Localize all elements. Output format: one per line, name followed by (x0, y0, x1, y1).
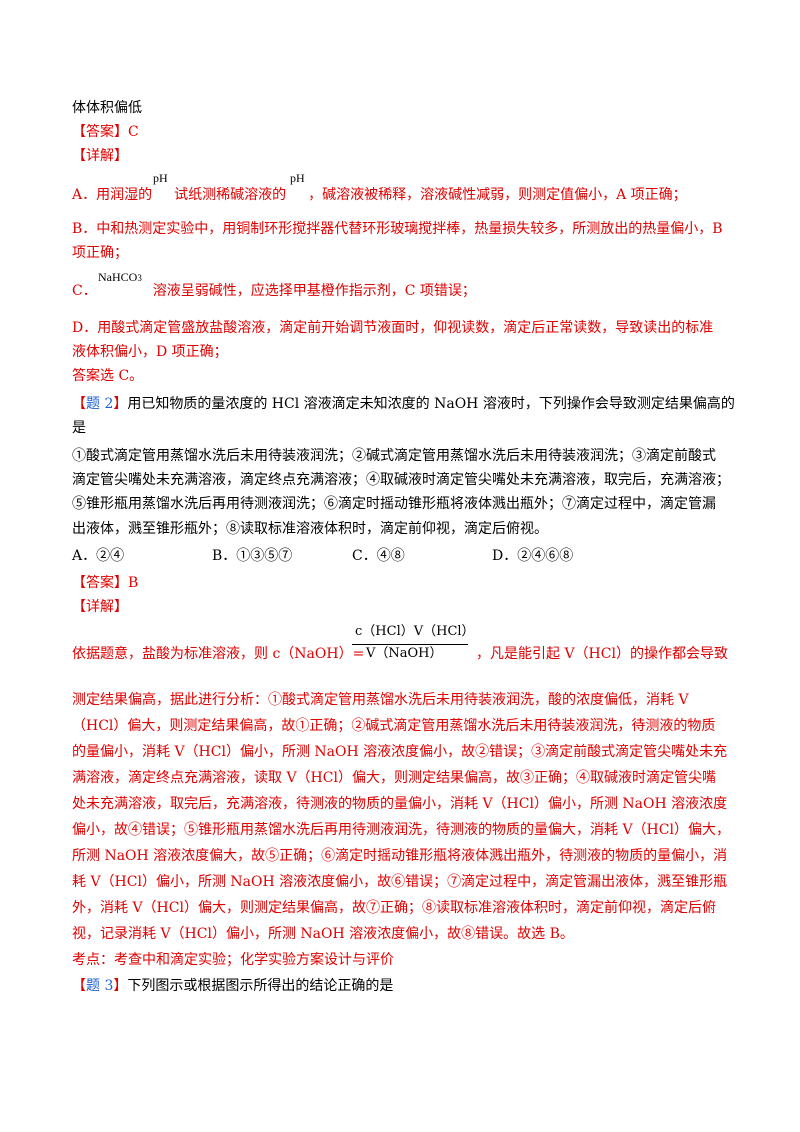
answer-value: B (128, 575, 139, 591)
explain-b-line: 项正确； (72, 245, 128, 261)
explain-line: 处未充满溶液，取完后，充满溶液，待测液的物质的量偏小，消耗 V（HCl）偏小，所… (72, 796, 728, 812)
answer-tag: 【答案】 (72, 575, 128, 591)
explain-line: 所测 NaOH 溶液浓度偏大，故⑤正确；⑥滴定时摇动锥形瓶将液体溅出瓶外，待测液… (72, 848, 728, 864)
statement-line: 出液体，溅至锥形瓶外；⑧读取标准溶液体积时，滴定前仰视，滴定后俯视。 (72, 521, 548, 537)
explain-d-line: D．用酸式滴定管盛放盐酸溶液，滴定前开始调节液面时，仰视读数，滴定后正常读数，导… (72, 320, 714, 336)
question-2-stem: 【题 2】用已知物质的量浓度的 HCl 溶液滴定未知浓度的 NaOH 溶液时，下… (72, 396, 735, 412)
explain-a-line: A．用润湿的 试纸测稀碱溶液的 ，碱溶液被稀释，溶液碱性减弱，则测定值偏小，A 项正… (72, 185, 732, 205)
answer-tag: 【答案】 (72, 124, 128, 140)
detail-tag: 【详解】 (72, 599, 128, 615)
explain-line: 偏小，故④错误；⑤锥形瓶用蒸馏水洗后再用待测液润洗，待测液的物质的量偏大，消耗 … (72, 822, 730, 838)
explain-a-mid: 试纸测稀碱溶液的 (174, 187, 287, 203)
statement-line: ⑤锥形瓶用蒸馏水洗后再用待测液润洗；⑥滴定时摇动锥形瓶将液体溅出瓶外；⑦滴定过程… (72, 496, 716, 512)
explain-c-pre: C． (72, 283, 97, 299)
text-line: 体体积偏低 (72, 100, 142, 116)
ph-label: pH (290, 171, 305, 185)
question-2-stem: 是 (72, 420, 86, 436)
explain-b-line: B．中和热测定实验中，用铜制环形搅拌器代替环形玻璃搅拌棒，热量损失较多，所测放出… (72, 221, 723, 237)
explain-c-line: C． 溶液呈弱碱性，应选择甲基橙作指示剂，C 项错误； (72, 281, 732, 301)
question-number: 题 2 (86, 396, 114, 412)
explain-c-post: 溶液呈弱碱性，应选择甲基橙作指示剂，C 项错误； (152, 283, 476, 299)
explain-line: （HCl）偏大，则测定结果偏高，故①正确；②碱式滴定管用蒸馏水洗后未用待装液润洗… (72, 718, 716, 734)
explain-line: 外，消耗 V（HCl）偏大，则测定结果偏高，故⑦正确；⑧读取标准溶液体积时，滴定… (72, 900, 716, 916)
statement-line: ①酸式滴定管用蒸馏水洗后未用待装液润洗；②碱式滴定管用蒸馏水洗后未用待装液润洗；… (72, 448, 716, 464)
kaodian-line: 考点：考查中和滴定实验；化学实验方案设计与评价 (72, 952, 394, 968)
option-c: C．④⑧ (352, 548, 405, 564)
answer-selection: 答案选 C。 (72, 368, 144, 384)
explain-line: 测定结果偏高，据此进行分析：①酸式滴定管用蒸馏水洗后未用待装液润洗，酸的浓度偏低… (72, 692, 689, 708)
detail-tag: 【详解】 (72, 148, 128, 164)
explain-line: 耗 V（HCl）偏小，所测 NaOH 溶液浓度偏小，故⑥错误；⑦滴定过程中，滴定… (72, 874, 728, 890)
explain-line: 的量偏小，消耗 V（HCl）偏小，所测 NaOH 溶液浓度偏小，故②错误；③滴定… (72, 744, 728, 760)
fraction-bar (352, 644, 468, 645)
answer-line: 【答案】C (72, 122, 732, 142)
formula-post: ，凡是能引起 V（HCl）的操作都会导致 (476, 646, 728, 662)
question-3-stem: 【题 3】下列图示或根据图示所得出的结论正确的是 (72, 978, 394, 994)
explain-d-line: 液体积偏小，D 项正确； (72, 344, 228, 360)
explain-line: 满溶液，滴定终点充满溶液，读取 V（HCl）偏大，则测定结果偏高，故③正确；④取… (72, 770, 716, 786)
option-a: A．②④ (72, 548, 125, 564)
fraction-numerator: c（HCl）V（HCl） (355, 624, 475, 639)
explain-line: 视，记录消耗 V（HCl）偏小，所测 NaOH 溶液浓度偏小，故⑧错误。故选 B… (72, 926, 574, 942)
explain-a-post: ，碱溶液被稀释，溶液碱性减弱，则测定值偏小，A 项正确； (308, 187, 687, 203)
option-b: B．①③⑤⑦ (212, 548, 293, 564)
answer-value: C (128, 124, 139, 140)
statement-line: 滴定管尖嘴处未充满溶液，滴定终点充满溶液；④取碱液时滴定管尖嘴处未充满溶液，取完… (72, 472, 730, 488)
explain-a-pre: A．用润湿的 (72, 187, 153, 203)
option-d: D．②④⑥⑧ (492, 548, 574, 564)
answer-line: 【答案】B (72, 573, 732, 593)
question-number: 题 3 (86, 978, 114, 994)
formula-pre: 依据题意，盐酸为标准溶液，则 c（NaOH）= (72, 646, 365, 662)
nahco3-formula: NaHCO3 (98, 270, 142, 284)
ph-label: pH (153, 171, 168, 185)
fraction-denominator: V（NaOH） (366, 646, 443, 661)
